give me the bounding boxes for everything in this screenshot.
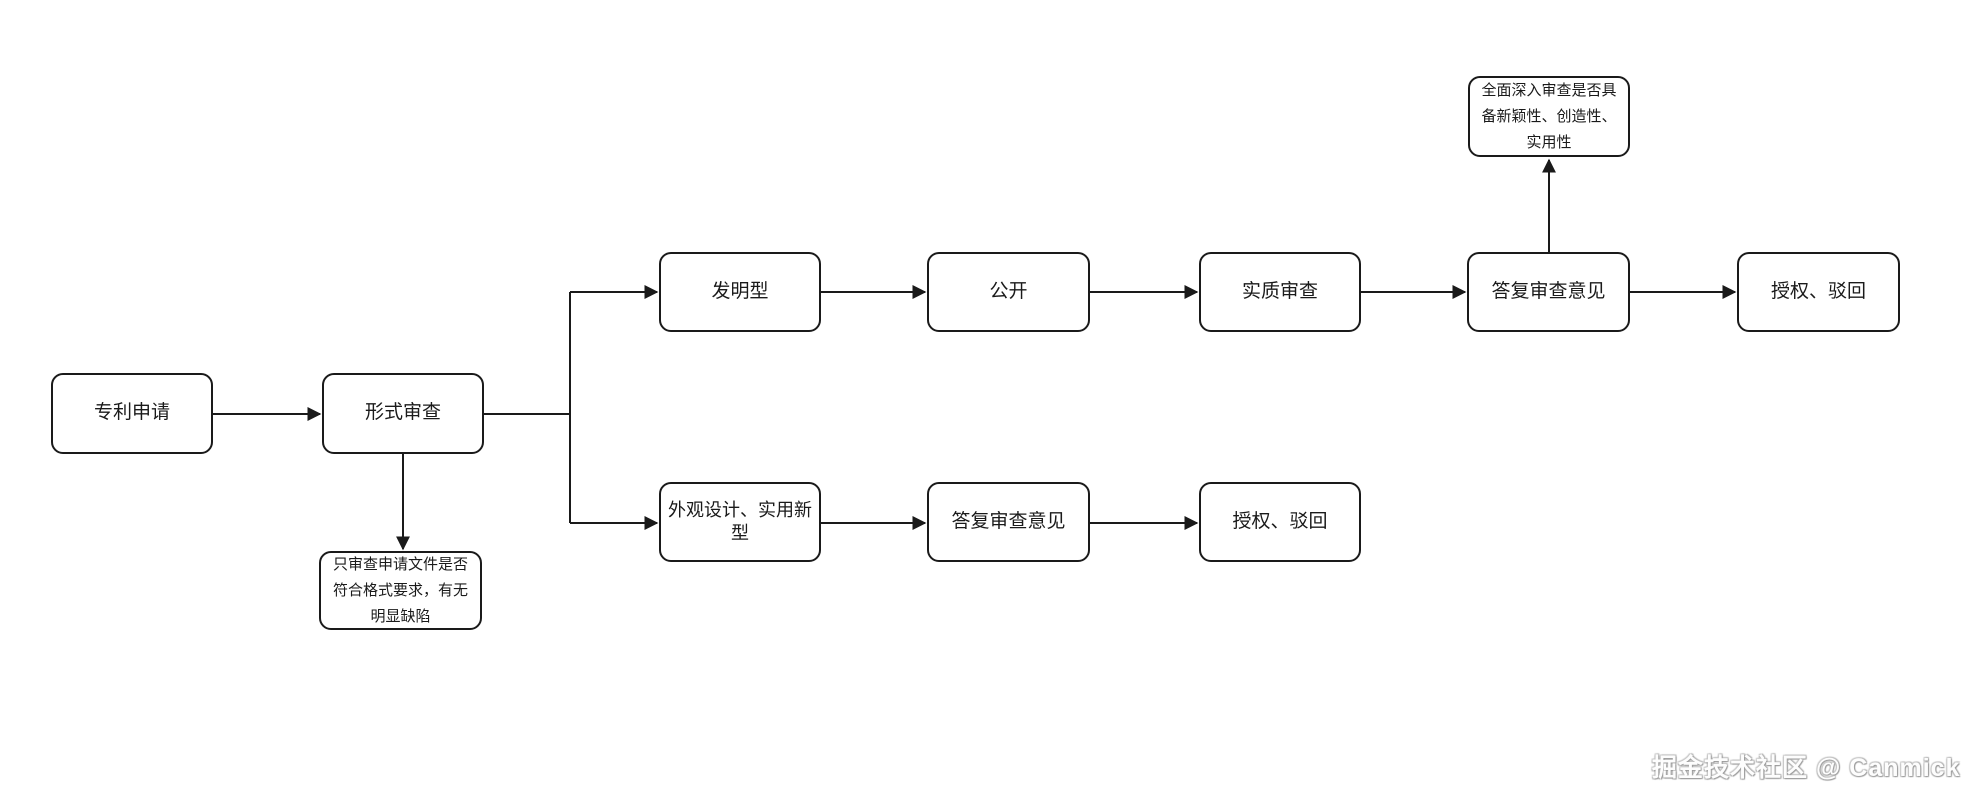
- node-invention-type: 发明型: [659, 252, 821, 332]
- node-label: 授权、驳回: [1232, 510, 1328, 532]
- node-label: 形式审查: [364, 402, 441, 424]
- node-label: 专利申请: [93, 402, 170, 424]
- node-reply-opinions-top: 答复审查意见: [1467, 252, 1630, 332]
- node-label: 外观设计、实用新型: [668, 499, 812, 543]
- note-label: 只审查申请文件是否符合格式要求，有无明显缺陷: [332, 555, 468, 625]
- note-substantive-criteria: 全面深入审查是否具备新颖性、创造性、实用性: [1468, 76, 1630, 157]
- node-label: 答复审查意见: [1491, 280, 1606, 302]
- node-label: 发明型: [711, 280, 769, 302]
- node-grant-reject-top: 授权、驳回: [1737, 252, 1900, 332]
- node-reply-opinions-bottom: 答复审查意见: [927, 482, 1090, 562]
- note-label: 全面深入审查是否具备新颖性、创造性、实用性: [1481, 81, 1617, 151]
- node-design-utility-model: 外观设计、实用新型: [659, 482, 821, 562]
- node-patent-application: 专利申请: [51, 373, 213, 454]
- node-grant-reject-bottom: 授权、驳回: [1199, 482, 1361, 562]
- watermark-text: 掘金技术社区 @ Canmick: [1652, 754, 1961, 782]
- node-publication: 公开: [927, 252, 1090, 332]
- node-formal-examination: 形式审查: [322, 373, 484, 454]
- note-formal-criteria: 只审查申请文件是否符合格式要求，有无明显缺陷: [319, 551, 482, 630]
- node-substantive-examination: 实质审查: [1199, 252, 1361, 332]
- node-label: 授权、驳回: [1770, 280, 1866, 302]
- node-label: 答复审查意见: [951, 510, 1066, 532]
- node-label: 实质审查: [1241, 280, 1318, 302]
- node-label: 公开: [989, 280, 1028, 302]
